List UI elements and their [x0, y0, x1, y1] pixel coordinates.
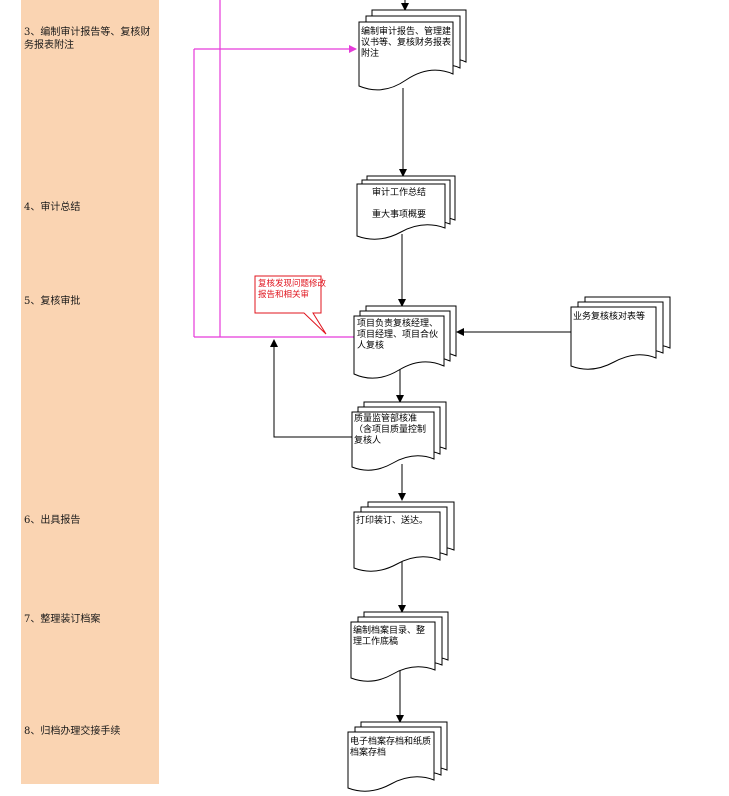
doc-review: [353, 305, 457, 379]
doc-summary-line1: 审计工作总结: [372, 188, 427, 198]
doc-archive-catalog-text: 编制档案目录、整理工作底稿: [353, 626, 426, 647]
doc-quality-text: 质量监管部核准（含项目质量控制复核人: [354, 414, 427, 446]
doc-audit-report: [358, 9, 467, 91]
callout-text: 复核发现问题修改报告和相关审: [258, 279, 327, 300]
step-label-3: 3、编制审计报告等、复核财务报表附注: [24, 27, 151, 51]
doc-print: [353, 501, 455, 572]
doc-audit-report-text: 编制审计报告、管理建议书等、复核财务报表附注: [361, 27, 452, 59]
doc-storage-text: 电子档案存档和纸质档案存档: [350, 737, 432, 758]
doc-business-review-text: 业务复核核对表等: [573, 312, 646, 322]
step-label-8: 8、归档办理交接手续: [24, 726, 121, 737]
callout-shape: [254, 275, 327, 335]
doc-business-review: [570, 296, 671, 370]
doc-review-text: 项目负责复核经理、项目经理、项目合伙人复核: [357, 319, 439, 351]
doc-summary-line2: 重大事项概要: [372, 210, 427, 220]
step-label-4: 4、审计总结: [24, 202, 81, 213]
step-label-6: 6、出具报告: [24, 515, 81, 526]
arrow-quality-feedback: [270, 339, 352, 438]
doc-quality: [351, 401, 447, 471]
step-label-7: 7、整理装订档案: [24, 614, 101, 625]
step-label-5: 5、复核审批: [24, 296, 81, 307]
feedback-loop: [193, 0, 357, 338]
step-lane: [21, 0, 159, 784]
doc-storage: [347, 721, 448, 792]
doc-summary: [356, 175, 456, 240]
doc-archive-catalog: [350, 611, 449, 682]
doc-print-text: 打印装订、送达。: [356, 516, 429, 526]
